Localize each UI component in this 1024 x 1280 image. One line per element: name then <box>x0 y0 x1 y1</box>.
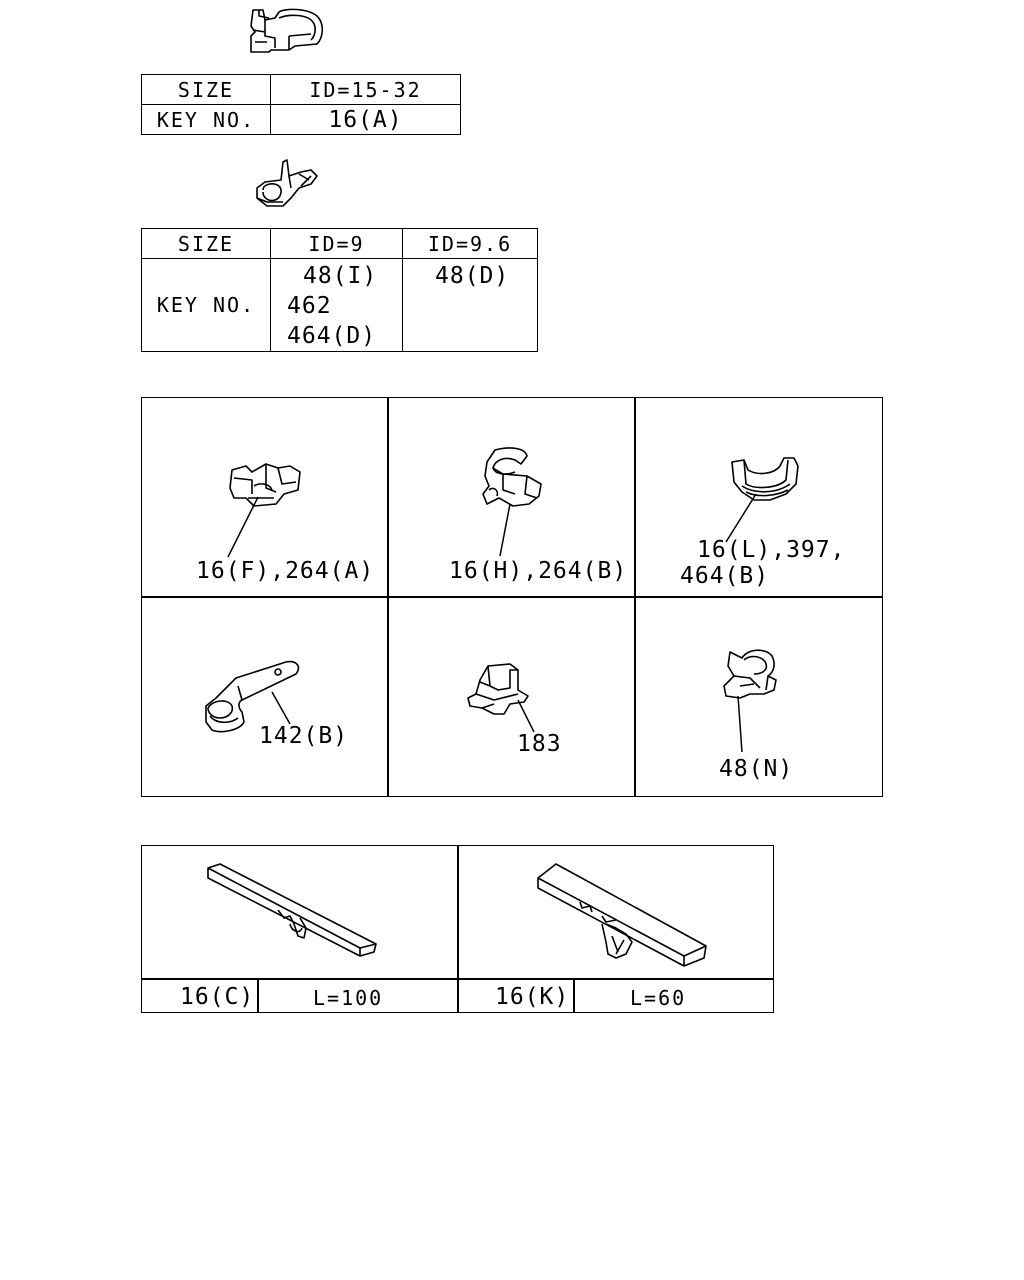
cable-tie-icon <box>207 863 377 957</box>
hose-clip-icon <box>250 8 324 53</box>
clip-fastener-icon <box>482 447 542 507</box>
size-col-1: ID=9 <box>270 228 403 259</box>
part-label-cell-1: 16(F),264(A) <box>196 558 375 584</box>
key-list-col-1: 48(I) 462 464(D) <box>270 258 403 352</box>
size-value: ID=15-32 <box>270 74 461 105</box>
key-no-label: KEY NO. <box>141 104 271 135</box>
size-table-1: SIZE ID=15-32 KEY NO. 16(A) <box>141 74 461 135</box>
tie-length-2: L=60 <box>630 986 687 1010</box>
tie-key-2: 16(K) <box>495 984 570 1010</box>
push-clip-icon <box>467 663 529 715</box>
hose-clip-icon <box>256 159 318 207</box>
part-label-cell-5: 183 <box>517 731 562 757</box>
key-col-1-item: 462 <box>287 293 332 319</box>
part-label-cell-2: 16(H),264(B) <box>449 558 628 584</box>
key-no-label: KEY NO. <box>141 258 271 352</box>
key-col-1-item: 48(I) <box>303 263 378 289</box>
part-label-cell-6: 48(N) <box>719 756 794 782</box>
part-label-cell-3: 16(L),397, <box>697 537 846 563</box>
key-col-2-item: 48(D) <box>435 263 510 289</box>
size-col-2: ID=9.6 <box>402 228 538 259</box>
cable-tie-icon <box>537 863 707 967</box>
key-col-1-item: 464(D) <box>287 323 377 349</box>
key-list-col-2: 48(D) <box>402 258 538 352</box>
hose-clip-icon <box>723 649 777 699</box>
part-label-cell-3b: 464(B) <box>680 563 770 589</box>
clip-fastener-icon <box>229 463 301 507</box>
tie-key-1: 16(C) <box>180 984 255 1010</box>
size-label: SIZE <box>141 74 271 105</box>
key-no-value: 16(A) <box>270 104 461 135</box>
part-label-cell-4: 142(B) <box>259 723 349 749</box>
clamp-bracket-icon <box>205 660 300 733</box>
size-label: SIZE <box>141 228 271 259</box>
clip-fastener-icon <box>731 457 799 501</box>
tie-length-1: L=100 <box>313 986 384 1010</box>
